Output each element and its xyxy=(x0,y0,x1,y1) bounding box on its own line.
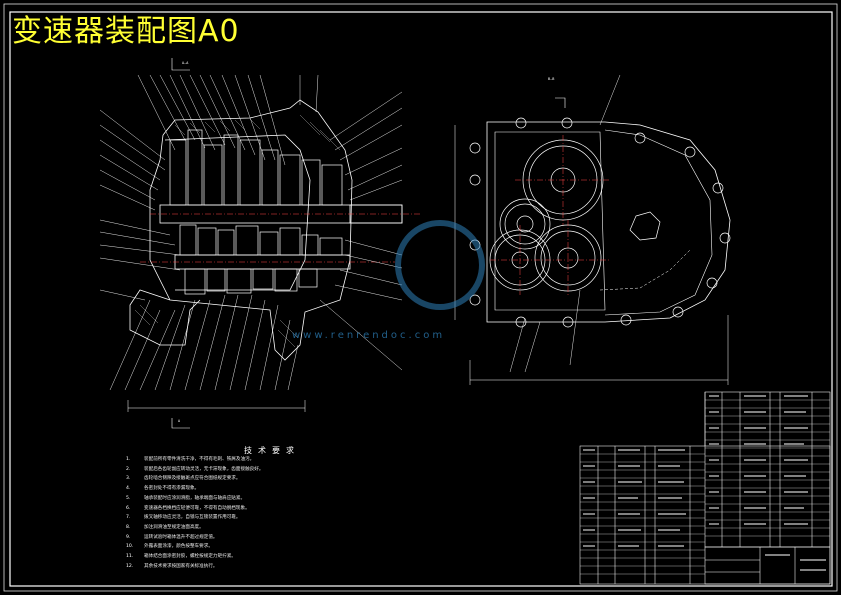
technical-requirement-item: 9. 运转试验时箱体温升不超过规定值。 xyxy=(126,533,486,543)
technical-requirements-heading: 技术要求 xyxy=(244,446,300,455)
requirement-number: 5. xyxy=(126,495,131,501)
watermark-logo xyxy=(395,220,485,310)
technical-requirement-item: 3. 齿轮啮合侧隙及接触斑点应符合图纸规定要求。 xyxy=(126,474,486,484)
technical-requirement-item: 5. 轴承装配时应涂润滑脂，轴承端面与轴肩应贴紧。 xyxy=(126,494,486,504)
technical-requirement-item: 6. 变速器各档换档应轻便可靠，不得有自动脱档现象。 xyxy=(126,504,486,514)
leader-lines-right xyxy=(509,74,621,373)
requirement-number: 3. xyxy=(126,476,131,482)
parts-list-rows xyxy=(580,399,830,575)
requirement-text: 各密封处不得有渗漏现象。 xyxy=(144,486,200,492)
requirement-number: 11. xyxy=(126,554,134,560)
requirement-text: 齿轮啮合侧隙及接触斑点应符合图纸规定要求。 xyxy=(144,476,241,482)
label-section-aa: A–A xyxy=(182,61,189,65)
parts-list-table xyxy=(579,391,831,585)
technical-requirement-item: 4. 各密封处不得有渗漏现象。 xyxy=(126,484,486,494)
requirement-text: 装配后各齿轮副应转动灵活，无卡滞现象，齿面接触良好。 xyxy=(144,466,264,472)
technical-requirement-item: 10. 外露表面涂漆，颜色按整车要求。 xyxy=(126,542,486,552)
requirement-text: 箱体结合面涂密封胶，螺栓按规定力矩拧紧。 xyxy=(144,554,236,560)
requirement-text: 轴承装配时应涂润滑脂，轴承端面与轴肩应贴紧。 xyxy=(144,495,246,501)
requirement-text: 装配前所有零件清洗干净，不得有毛刺、铁屑及油污。 xyxy=(144,457,255,462)
technical-requirement-item: 11. 箱体结合面涂密封胶，螺栓按规定力矩拧紧。 xyxy=(126,552,486,562)
label-section-bb: B–B xyxy=(548,77,554,81)
requirement-number: 2. xyxy=(126,466,131,472)
technical-requirement-item: 7. 拨叉轴移动应灵活，自锁与互锁装置作用可靠。 xyxy=(126,513,486,523)
requirement-text: 外露表面涂漆，颜色按整车要求。 xyxy=(144,544,213,550)
technical-requirement-item: 12. 其余技术要求按国家有关标准执行。 xyxy=(126,562,486,572)
requirement-text: 运转试验时箱体温升不超过规定值。 xyxy=(144,534,218,540)
technical-requirements-list: 1. 装配前所有零件清洗干净，不得有毛刺、铁屑及油污。 2. 装配后各齿轮副应转动灵活… xyxy=(126,455,486,571)
requirement-number: 10. xyxy=(126,544,134,550)
requirement-number: 4. xyxy=(126,486,131,492)
requirement-text: 加注润滑油至规定油面高度。 xyxy=(144,524,204,530)
end-view-right xyxy=(454,97,731,385)
requirement-number: 7. xyxy=(126,515,131,521)
requirement-number: 9. xyxy=(126,534,131,540)
technical-requirement-item: 1. 装配前所有零件清洗干净，不得有毛刺、铁屑及油污。 xyxy=(126,455,486,465)
outer-border xyxy=(3,3,838,592)
requirement-text: 拨叉轴移动应灵活，自锁与互锁装置作用可靠。 xyxy=(144,515,241,521)
requirement-number: 6. xyxy=(126,505,131,511)
inner-border xyxy=(9,11,833,587)
requirement-number: 12. xyxy=(126,563,134,569)
technical-requirement-item: 8. 加注润滑油至规定油面高度。 xyxy=(126,523,486,533)
label-section-a: A xyxy=(178,419,181,423)
leader-lines-left xyxy=(99,74,403,391)
parts-list-cell-marks xyxy=(583,395,826,571)
requirement-text: 变速器各档换档应轻便可靠，不得有自动脱档现象。 xyxy=(144,505,250,511)
watermark-text: www.renrendoc.com xyxy=(292,330,446,341)
drawing-title: 变速器装配图A0 xyxy=(12,14,240,49)
requirement-number: 8. xyxy=(126,524,131,530)
end-view-centerlines xyxy=(490,135,610,296)
requirement-text: 其余技术要求按国家有关标准执行。 xyxy=(144,563,218,569)
requirement-number: 1. xyxy=(126,457,131,462)
technical-requirement-item: 2. 装配后各齿轮副应转动灵活，无卡滞现象，齿面接触良好。 xyxy=(126,465,486,475)
section-view-left xyxy=(127,58,420,429)
